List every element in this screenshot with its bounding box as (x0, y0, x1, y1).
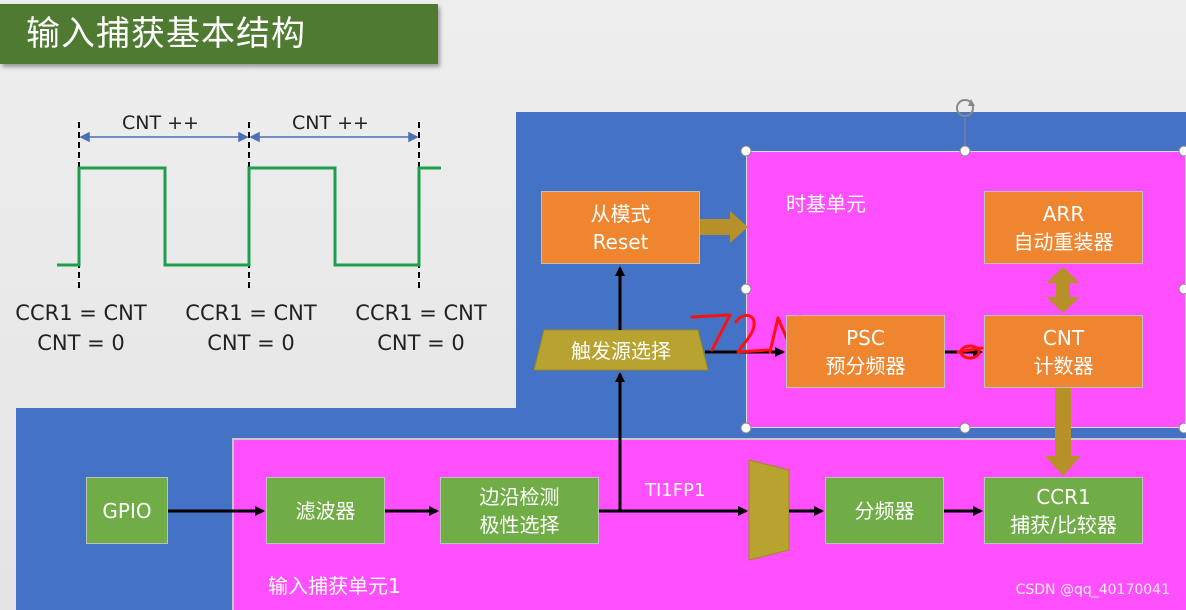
rotate-icon (956, 99, 975, 117)
arrow-cnt-ccr (1045, 388, 1081, 476)
arr-block: ARR 自动重装器 (984, 191, 1143, 264)
ti1fp1-label: TI1FP1 (645, 480, 706, 501)
capture-event-label: CCR1 = CNT CNT = 0 (185, 301, 317, 355)
trigger-select-shape (533, 329, 709, 371)
filter-block: 滤波器 (266, 477, 385, 544)
divider-block: 分频器 (825, 477, 944, 544)
slave-mode-block: 从模式 Reset (541, 191, 700, 264)
watermark: CSDN @qq_40170041 (1015, 582, 1170, 598)
selection-handles (740, 145, 1186, 434)
edge-detect-block: 边沿检测 极性选择 (440, 477, 599, 544)
mux-shape (748, 459, 790, 561)
ccr-block: CCR1 捕获/比较器 (984, 477, 1143, 544)
arrow-arr-cnt (1046, 267, 1080, 313)
cnt-increment-label: CNT ++ (122, 112, 199, 134)
psc-block: PSC 预分频器 (786, 315, 945, 388)
cnt-block: CNT 计数器 (984, 315, 1143, 388)
period-arrow-2 (249, 131, 419, 143)
gpio-block: GPIO (86, 477, 168, 544)
capture-event-label: CCR1 = CNT CNT = 0 (355, 301, 487, 355)
page-title: 输入捕获基本结构 (0, 4, 438, 64)
timebase-unit-label: 时基单元 (786, 192, 866, 216)
cnt-increment-label: CNT ++ (292, 112, 369, 134)
period-arrow-1 (79, 131, 249, 143)
arrow-slave-timebase (700, 211, 748, 243)
input-capture-unit-label: 输入捕获单元1 (268, 574, 401, 598)
trigger-select-label: 触发源选择 (571, 339, 671, 363)
square-wave (57, 166, 441, 267)
capture-event-label: CCR1 = CNT CNT = 0 (15, 301, 147, 355)
